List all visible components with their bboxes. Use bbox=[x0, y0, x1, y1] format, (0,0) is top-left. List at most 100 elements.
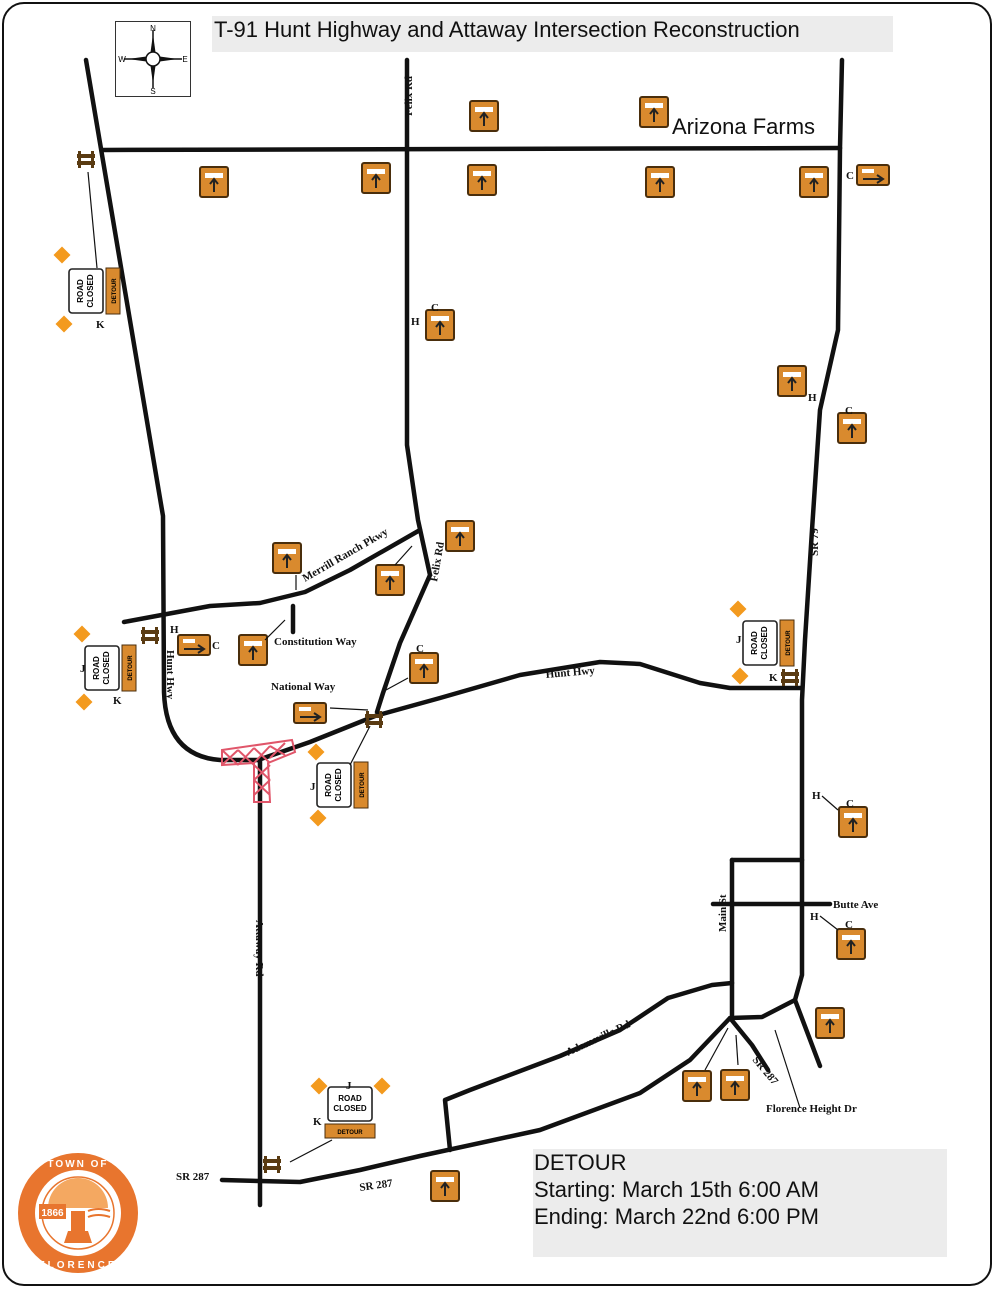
sr-287-spur bbox=[727, 1015, 771, 1073]
sign-codes: K K J J J K J K C C C C C C C H H H H H bbox=[80, 170, 854, 1128]
detour-sign bbox=[272, 542, 302, 574]
compass-n: N bbox=[150, 24, 156, 33]
sign-code-c: C bbox=[431, 302, 439, 314]
road-closed-text: CLOSED bbox=[333, 1104, 367, 1113]
detour-text: DETOUR bbox=[112, 278, 118, 304]
road-closed-text: CLOSED bbox=[334, 768, 343, 802]
detour-sign bbox=[645, 166, 675, 198]
sign-code-h: H bbox=[411, 316, 420, 328]
detour-sign bbox=[467, 164, 497, 196]
detour-sign bbox=[836, 928, 866, 960]
detour-start: Starting: March 15th 6:00 AM bbox=[534, 1177, 819, 1202]
detour-sign bbox=[238, 634, 268, 666]
detour-sign bbox=[838, 806, 868, 838]
sign-code-h: H bbox=[810, 911, 819, 923]
label-adamsville: Adamsville Rd bbox=[564, 1019, 632, 1059]
label-felix-rd-south: Felix Rd bbox=[428, 541, 447, 583]
sign-code-c: C bbox=[416, 643, 424, 655]
road-closed-assemblies: ROAD CLOSED DETOUR ROAD CLOSED DETOUR RO… bbox=[53, 246, 795, 1139]
road-network bbox=[83, 57, 845, 1208]
sr-79 bbox=[792, 57, 845, 1069]
hunt-hwy-east bbox=[255, 659, 805, 763]
sign-code-h: H bbox=[170, 624, 179, 636]
detour-sign bbox=[409, 652, 439, 684]
label-felix-rd-north: Felix Rd bbox=[403, 76, 415, 116]
detour-sign bbox=[177, 634, 211, 656]
compass-rose: N S E W bbox=[115, 21, 191, 97]
sign-code-j: J bbox=[310, 781, 316, 793]
sign-code-j: J bbox=[736, 634, 742, 646]
sign-code-c: C bbox=[212, 640, 220, 652]
detour-sign bbox=[445, 520, 475, 552]
sr-287 bbox=[219, 997, 798, 1185]
detour-sign bbox=[425, 309, 455, 341]
label-main-st: Main St bbox=[717, 894, 729, 932]
sign-code-k: K bbox=[313, 1116, 322, 1128]
sign-code-k: K bbox=[113, 695, 122, 707]
road-closed-text: ROAD bbox=[76, 279, 85, 303]
sign-code-c: C bbox=[845, 405, 853, 417]
detour-text: DETOUR bbox=[337, 1130, 363, 1136]
detour-sign bbox=[293, 702, 327, 724]
detour-sign bbox=[682, 1070, 712, 1102]
label-sr287-west: SR 287 bbox=[176, 1171, 210, 1183]
label-sr287-mid: SR 287 bbox=[359, 1177, 394, 1194]
felix-rd bbox=[374, 57, 433, 715]
sign-code-k: K bbox=[769, 672, 778, 684]
road-closed-text: ROAD bbox=[338, 1094, 362, 1103]
sign-code-j: J bbox=[80, 663, 86, 675]
hunt-hwy-north bbox=[83, 57, 261, 763]
road-closed-text: ROAD bbox=[92, 656, 101, 680]
sign-code-c: C bbox=[845, 919, 853, 931]
detour-sign bbox=[720, 1069, 750, 1101]
sign-code-k: K bbox=[96, 319, 105, 331]
seal-year: 1866 bbox=[41, 1208, 64, 1219]
label-butte-ave: Butte Ave bbox=[833, 899, 878, 911]
detour-text: DETOUR bbox=[786, 630, 792, 656]
label-constitution: Constitution Way bbox=[274, 636, 357, 648]
label-attaway: Attaway Rd bbox=[253, 920, 265, 977]
title-banner bbox=[212, 16, 893, 52]
detour-sign bbox=[777, 365, 807, 397]
label-florence-height: Florence Height Dr bbox=[766, 1103, 857, 1115]
construction-zone bbox=[221, 738, 297, 803]
road-closed-text: CLOSED bbox=[102, 651, 111, 685]
sign-code-c: C bbox=[846, 798, 854, 810]
sign-code-c: C bbox=[846, 170, 854, 182]
detour-sign bbox=[361, 162, 391, 194]
label-national: National Way bbox=[271, 681, 336, 693]
road-closed-text: CLOSED bbox=[760, 626, 769, 660]
detour-sign bbox=[639, 96, 669, 128]
map-title: T-91 Hunt Highway and Attaway Intersecti… bbox=[214, 17, 800, 42]
detour-sign bbox=[430, 1170, 460, 1202]
sign-code-h: H bbox=[812, 790, 821, 802]
label-sr287-east: SR 287 bbox=[750, 1054, 781, 1088]
sign-code-j: J bbox=[346, 1080, 352, 1092]
town-seal: 1866 TOWN OF FLORENCE bbox=[18, 1153, 138, 1273]
detour-heading: DETOUR bbox=[534, 1150, 627, 1175]
detour-sign bbox=[469, 100, 499, 132]
road-closed-text: CLOSED bbox=[86, 274, 95, 308]
compass-e: E bbox=[182, 55, 187, 64]
label-hunt-hwy-east: Hunt Hwy bbox=[545, 665, 596, 681]
compass-w: W bbox=[118, 55, 126, 64]
compass-s: S bbox=[150, 87, 155, 96]
label-sr79: SR 79 bbox=[809, 528, 821, 556]
detour-sign bbox=[199, 166, 229, 198]
detour-sign bbox=[856, 164, 890, 186]
seal-bottom-text: FLORENCE bbox=[39, 1260, 118, 1271]
pointer-lines bbox=[87, 171, 839, 1163]
road-closed-text: ROAD bbox=[324, 773, 333, 797]
arizona-farms-road bbox=[100, 145, 843, 153]
detour-sign bbox=[375, 564, 405, 596]
detour-info-panel bbox=[533, 1149, 947, 1257]
detour-text: DETOUR bbox=[128, 655, 134, 681]
merrill-ranch-pkwy bbox=[121, 527, 423, 625]
detour-text: DETOUR bbox=[360, 772, 366, 798]
sign-code-h: H bbox=[808, 392, 817, 404]
label-arizona-farms: Arizona Farms bbox=[672, 114, 816, 139]
label-hunt-hwy-vertical: Hunt Hwy bbox=[164, 650, 176, 700]
detour-sign bbox=[799, 166, 829, 198]
